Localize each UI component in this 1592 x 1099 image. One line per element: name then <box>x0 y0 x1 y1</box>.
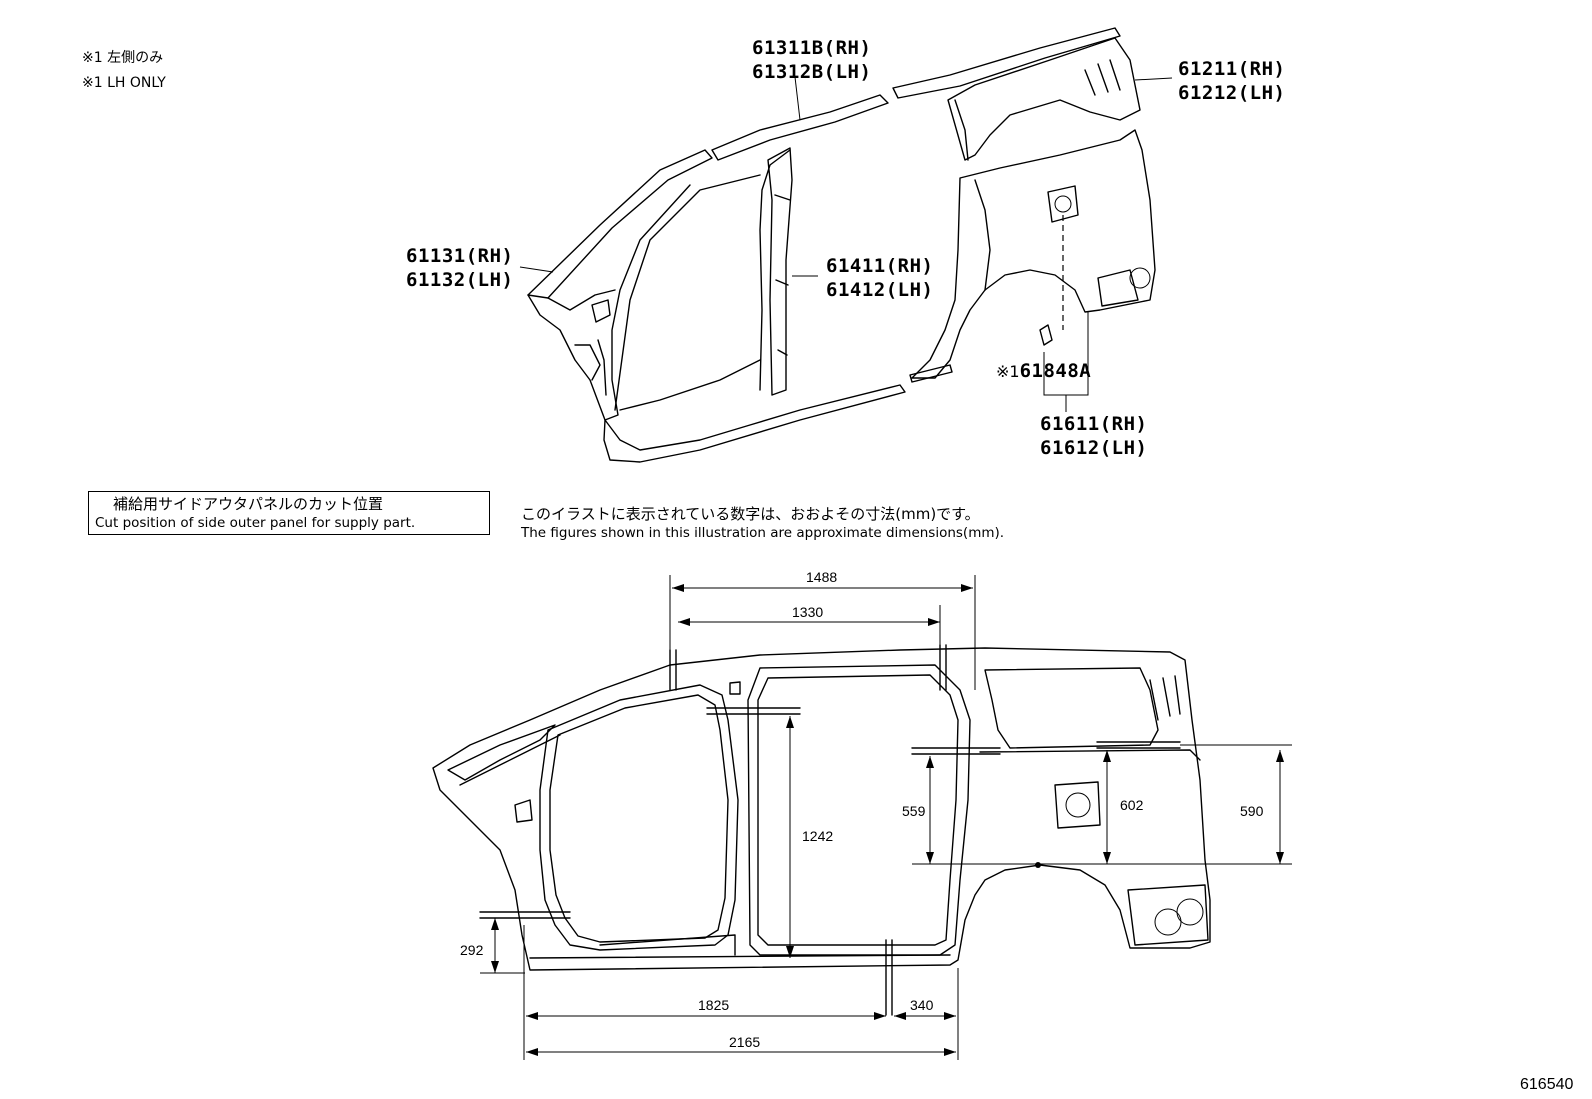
dimension-559: 559 <box>902 803 926 819</box>
cut-position-legend-jp: 補給用サイドアウタパネルのカット位置 <box>113 495 384 513</box>
top-exploded-view <box>527 27 1156 463</box>
dimension-590: 590 <box>1240 803 1264 819</box>
part-number-front-pillar-lh: 61132(LH) <box>406 269 514 291</box>
front-pillar-part <box>527 149 713 421</box>
dimension-1242: 1242 <box>802 828 834 844</box>
part-number-roof-rail-lh: 61312B(LH) <box>752 61 872 83</box>
note-lh-only-jp: ※1 左側のみ <box>82 50 164 66</box>
lid-part: 61848A <box>1019 360 1092 382</box>
dimension-1330: 1330 <box>792 604 824 620</box>
cut-position-legend: 補給用サイドアウタパネルのカット位置 Cut position of side … <box>88 491 490 535</box>
dimension-1825: 1825 <box>698 997 730 1013</box>
part-number-quarter-rh: 61611(RH) <box>1040 413 1148 435</box>
approximate-dimensions-note: このイラストに表示されている数字は、おおよその寸法(mm)です。 The fig… <box>521 504 1004 542</box>
part-number-quarter-lh: 61612(LH) <box>1040 437 1148 459</box>
dimension-2165: 2165 <box>729 1034 761 1050</box>
part-number-center-pillar-rh: 61411(RH) <box>826 255 934 277</box>
part-number-quarter-upper-lh: 61212(LH) <box>1178 82 1286 104</box>
bottom-dimension-view <box>432 647 1211 971</box>
lid-mark: ※1 <box>996 362 1020 381</box>
quarter-upper-part <box>947 37 1141 161</box>
center-pillar-part <box>759 147 793 396</box>
dimension-1488: 1488 <box>806 569 838 585</box>
note-lh-only-en: ※1 LH ONLY <box>82 75 166 91</box>
cut-lines <box>479 644 1181 1016</box>
cut-position-legend-en: Cut position of side outer panel for sup… <box>95 515 416 531</box>
figure-id: 616540 <box>1520 1076 1574 1093</box>
leader-lines <box>519 76 1173 412</box>
roof-rail-part <box>711 27 1121 161</box>
part-number-fuel-lid: ※161848A <box>996 360 1091 383</box>
dimension-340: 340 <box>910 997 934 1013</box>
approximate-dimensions-note-jp: このイラストに表示されている数字は、おおよその寸法(mm)です。 <box>521 505 980 523</box>
dimension-602: 602 <box>1120 797 1144 813</box>
rocker-part <box>603 359 953 463</box>
part-number-center-pillar-lh: 61412(LH) <box>826 279 934 301</box>
dimension-292: 292 <box>460 942 484 958</box>
part-number-roof-rail-rh: 61311B(RH) <box>752 37 872 59</box>
approximate-dimensions-note-en: The figures shown in this illustration a… <box>521 525 1005 541</box>
dimension-lines <box>480 575 1292 1060</box>
part-number-quarter-upper-rh: 61211(RH) <box>1178 58 1286 80</box>
quarter-panel-part <box>911 129 1156 379</box>
part-number-front-pillar-rh: 61131(RH) <box>406 245 514 267</box>
